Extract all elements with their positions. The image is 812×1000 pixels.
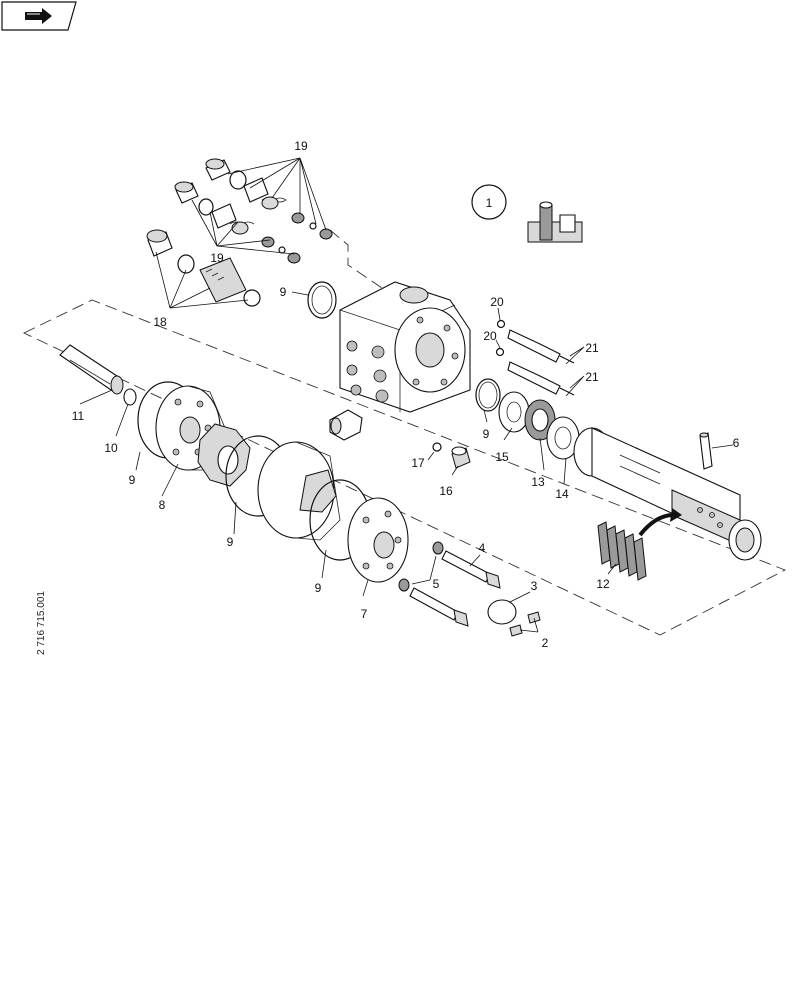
callout-3: 3 — [531, 579, 538, 593]
callout-8: 8 — [159, 498, 166, 512]
detail-marker-label: 1 — [486, 196, 493, 210]
callout-14: 14 — [555, 487, 569, 501]
callout-11: 11 — [72, 409, 85, 423]
o-ring-right — [475, 378, 501, 412]
callout-9-right: 9 — [483, 427, 490, 441]
callout-21-lower: 21 — [585, 370, 599, 384]
washer-10 — [123, 388, 137, 406]
pump-housing — [339, 281, 471, 413]
callout-9-upper: 9 — [280, 285, 287, 299]
pin-6 — [699, 432, 713, 470]
washer-15 — [498, 391, 530, 433]
ball-20-lower — [495, 347, 505, 357]
callout-16: 16 — [439, 484, 453, 498]
screw-2-upper — [527, 611, 541, 624]
callout-6: 6 — [733, 436, 740, 450]
pin-21-lower — [507, 361, 575, 396]
assembly-arrow — [638, 513, 673, 537]
callout-2: 2 — [542, 636, 549, 650]
callout-9-mid: 9 — [227, 535, 234, 549]
gerotor-stator — [257, 441, 341, 541]
drawing-reference-code: 2 716 715.001 — [36, 591, 47, 655]
callout-17: 17 — [411, 456, 425, 470]
bolt-4-lower — [398, 578, 469, 627]
tool-symbol-icon — [527, 201, 583, 243]
callout-19-upper: 19 — [294, 139, 308, 153]
leader-lines — [79, 157, 734, 633]
callout-9-lower: 9 — [315, 581, 322, 595]
callout-5: 5 — [433, 577, 440, 591]
callout-20-lower: 20 — [483, 329, 497, 343]
page-navigation-button[interactable] — [1, 1, 77, 31]
assembly-boundary — [22, 299, 787, 636]
callout-12: 12 — [596, 577, 610, 591]
callout-19-lower: 19 — [210, 251, 224, 265]
relief-valve-group — [146, 158, 333, 307]
page-navigation-icon — [25, 8, 52, 24]
callout-13: 13 — [531, 475, 545, 489]
callout-20-upper: 20 — [490, 295, 504, 309]
screw-2-lower — [509, 624, 523, 637]
callout-18: 18 — [153, 315, 167, 329]
ball-20-upper — [496, 319, 506, 329]
plug — [329, 409, 363, 441]
detail-marker: 1 — [471, 184, 507, 220]
valve-group-leader — [329, 229, 386, 291]
callout-labels: 19 19 18 9 20 20 21 21 9 15 13 14 6 16 1… — [72, 139, 740, 650]
o-ring-upper — [307, 281, 337, 319]
sleeve-16 — [451, 446, 471, 469]
cap-plate-3 — [487, 599, 517, 625]
pin-21-upper — [507, 329, 575, 364]
ball-17 — [432, 442, 442, 452]
callout-9-left: 9 — [129, 473, 136, 487]
bolt-4-upper — [432, 541, 501, 589]
spool-sleeve — [573, 427, 762, 561]
callout-7: 7 — [361, 607, 368, 621]
callout-10: 10 — [104, 441, 118, 455]
callout-4: 4 — [479, 541, 486, 555]
end-cover-7 — [347, 497, 409, 583]
callout-15: 15 — [495, 450, 509, 464]
drive-shaft-11 — [59, 344, 124, 395]
callout-21-upper: 21 — [585, 341, 599, 355]
leaf-springs — [597, 521, 647, 581]
gear-rotor — [197, 423, 251, 487]
